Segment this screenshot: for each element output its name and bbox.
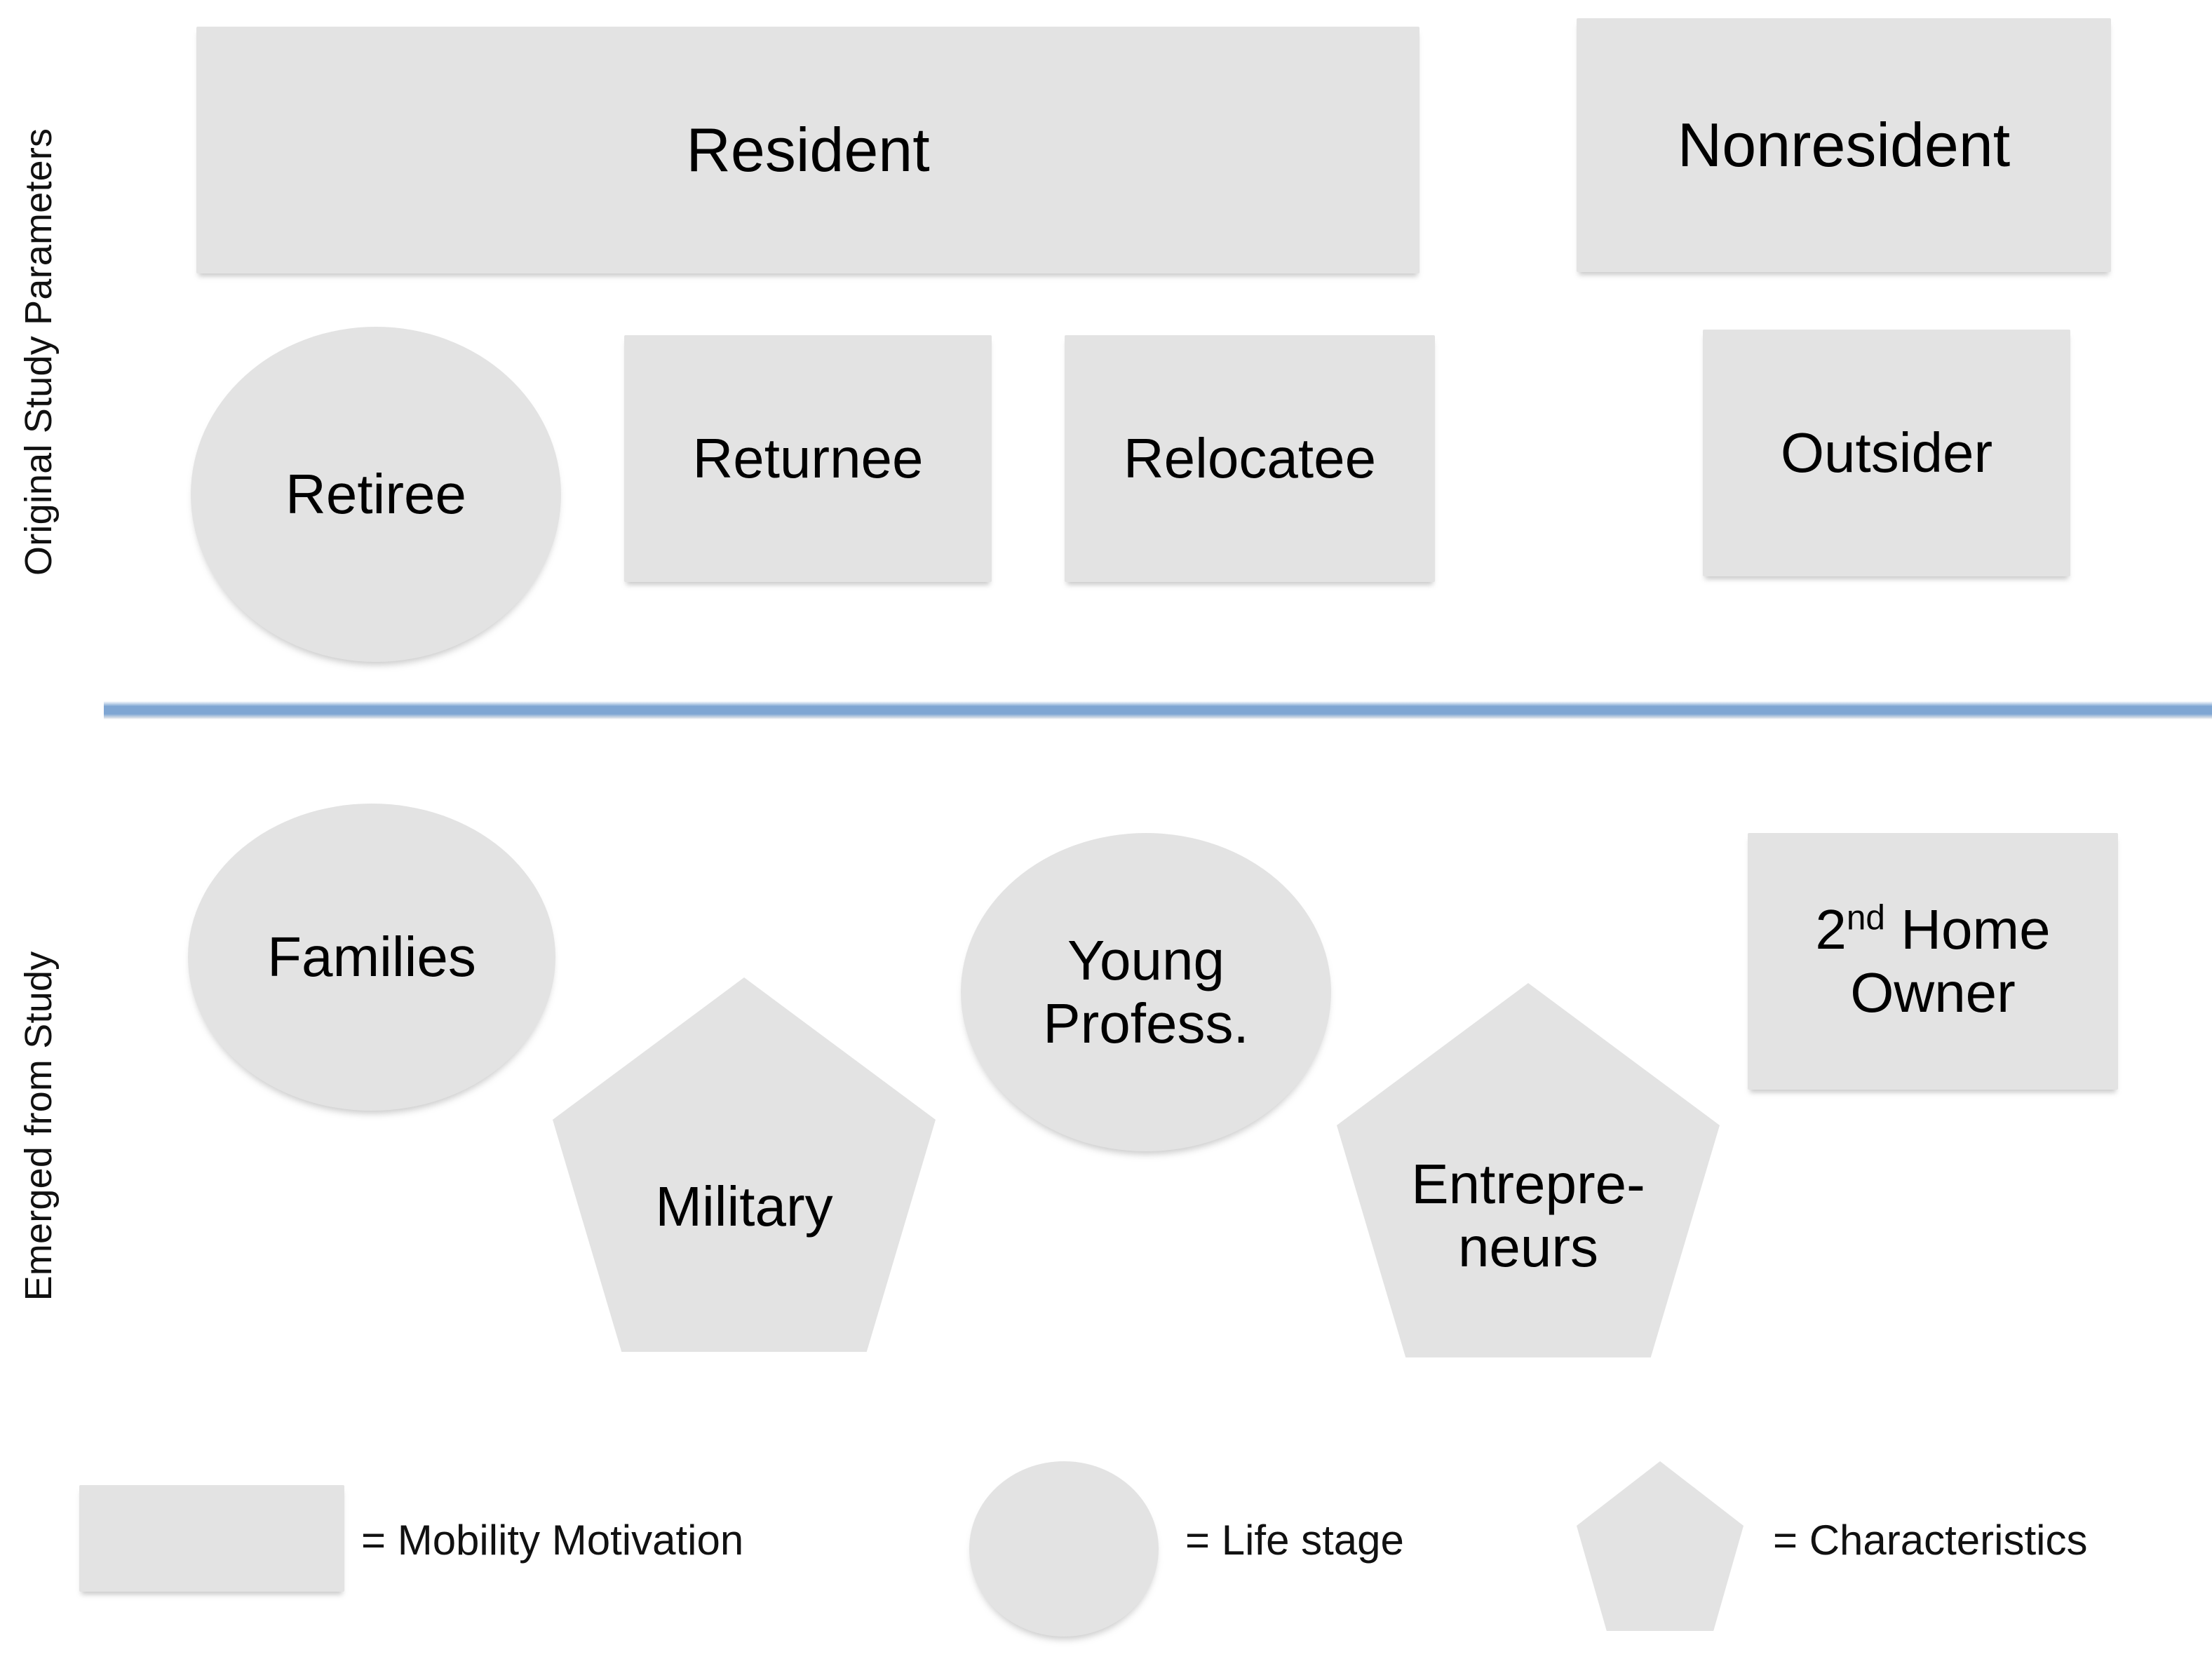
shape-entrepreneurs[interactable]: Entrepre- neurs [1337, 983, 1720, 1357]
shape-second-home-owner-label: 2nd Home Owner [1748, 898, 2118, 1024]
second-home-owner-number: 2 [1815, 898, 1847, 961]
shape-second-home-owner[interactable]: 2nd Home Owner [1748, 833, 2118, 1090]
shape-families[interactable]: Families [188, 804, 555, 1111]
second-home-owner-rest: Home Owner [1850, 898, 2051, 1024]
legend-label-life-stage: = Life stage [1185, 1517, 1404, 1564]
shape-resident[interactable]: Resident [196, 27, 1419, 273]
shape-nonresident[interactable]: Nonresident [1577, 18, 2111, 272]
shape-retiree-label: Retiree [285, 463, 466, 526]
shape-returnee[interactable]: Returnee [624, 335, 992, 582]
legend-label-characteristics: = Characteristics [1773, 1517, 2088, 1564]
shape-outsider[interactable]: Outsider [1703, 330, 2070, 576]
shape-young-professionals-label: Young Profess. [1043, 929, 1249, 1055]
shape-relocatee-label: Relocatee [1123, 427, 1377, 490]
shape-relocatee[interactable]: Relocatee [1065, 335, 1435, 582]
shape-returnee-label: Returnee [692, 427, 924, 490]
section-label-original-study-parameters: Original Study Parameters [18, 128, 60, 576]
shape-military-label: Military [655, 1175, 833, 1238]
shape-outsider-label: Outsider [1780, 421, 1993, 485]
shape-families-label: Families [267, 926, 476, 989]
section-divider [104, 701, 2212, 719]
shape-young-professionals[interactable]: Young Profess. [961, 833, 1331, 1151]
legend-label-mobility-motivation: = Mobility Motivation [361, 1517, 744, 1564]
shape-retiree[interactable]: Retiree [191, 327, 561, 662]
legend-swatch-ellipse [969, 1461, 1159, 1637]
section-label-emerged-from-study: Emerged from Study [18, 951, 60, 1301]
shape-entrepreneurs-label: Entrepre- neurs [1411, 1153, 1645, 1278]
second-home-owner-ordinal-suffix: nd [1846, 898, 1886, 937]
legend-swatch-rect [79, 1485, 344, 1592]
shape-resident-label: Resident [686, 114, 930, 184]
shape-nonresident-label: Nonresident [1677, 109, 2011, 180]
legend-swatch-pentagon [1577, 1461, 1744, 1631]
shape-military[interactable]: Military [553, 977, 936, 1352]
